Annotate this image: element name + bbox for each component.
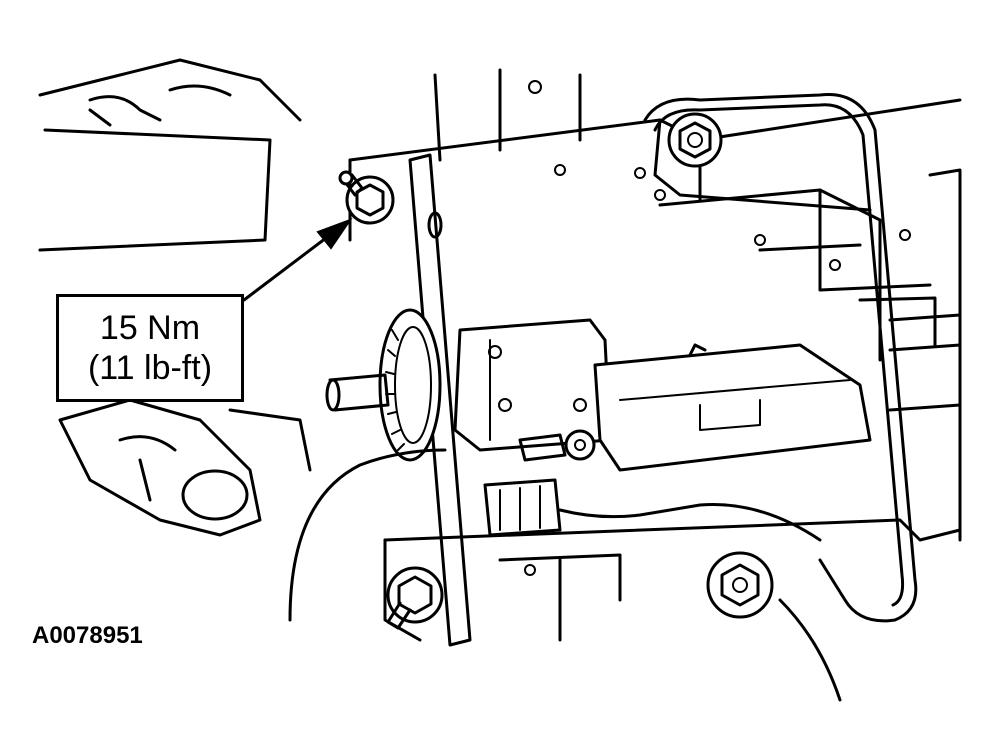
dash-panel-structure — [38, 58, 302, 252]
torque-callout: 15 Nm (11 lb-ft) — [56, 294, 244, 402]
cable-loop — [643, 92, 918, 623]
sensor-ring — [378, 308, 442, 462]
torqued-nut — [338, 170, 395, 225]
torque-value-metric: 15 Nm — [99, 309, 201, 347]
lower-mounting-bracket — [383, 518, 962, 702]
torque-value-imperial: (11 lb-ft) — [87, 349, 213, 387]
upper-right-bolt — [667, 112, 723, 168]
vertical-support-bar — [408, 153, 472, 647]
lower-left-nut — [386, 566, 444, 630]
right-edge-structure — [858, 168, 962, 542]
harness-connector — [288, 448, 822, 622]
lower-left-bracket — [58, 398, 312, 537]
column-motor-assembly — [453, 318, 872, 472]
torque-leader-arrow — [242, 217, 353, 302]
lower-right-nut — [706, 551, 774, 619]
figure-id: A0078951 — [32, 622, 143, 649]
steering-shaft — [325, 373, 390, 412]
